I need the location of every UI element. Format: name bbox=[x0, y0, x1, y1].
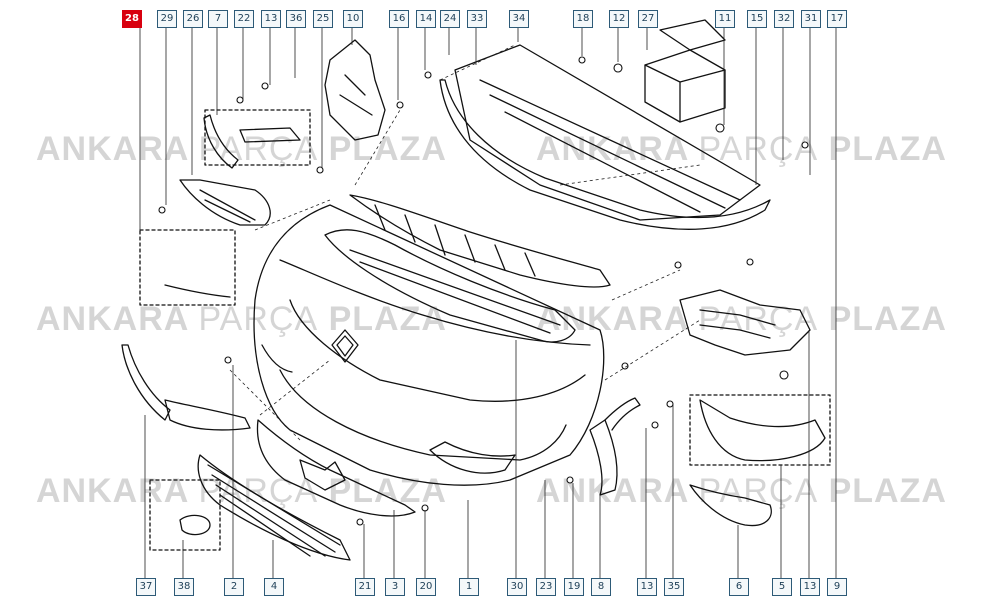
callout-33[interactable]: 33 bbox=[467, 10, 487, 28]
watermark-row-2b: ANKARA PARÇA PLAZA bbox=[536, 300, 947, 338]
left-top-trim bbox=[203, 114, 239, 169]
callout-31[interactable]: 31 bbox=[801, 10, 821, 28]
watermark-row-1b: ANKARA PARÇA PLAZA bbox=[536, 130, 947, 168]
left-grille-insert bbox=[179, 179, 271, 226]
lip-spoiler bbox=[439, 79, 771, 230]
clip-box bbox=[644, 49, 726, 123]
seal-ring bbox=[179, 514, 211, 536]
left-fog-trim bbox=[121, 344, 171, 421]
right-fog-bezel bbox=[689, 484, 772, 527]
callout-3[interactable]: 3 bbox=[385, 578, 405, 596]
bumper-grille-opening bbox=[289, 299, 586, 402]
callout-14[interactable]: 14 bbox=[416, 10, 436, 28]
left-side-slider bbox=[589, 419, 618, 496]
upper-grille bbox=[256, 419, 416, 517]
callout-24[interactable]: 24 bbox=[440, 10, 460, 28]
bumper-lower-opening bbox=[279, 369, 567, 461]
callout-12[interactable]: 12 bbox=[609, 10, 629, 28]
callout-26[interactable]: 26 bbox=[183, 10, 203, 28]
callout-9[interactable]: 9 bbox=[827, 578, 847, 596]
callout-8[interactable]: 8 bbox=[591, 578, 611, 596]
callout-28[interactable]: 28 bbox=[122, 10, 142, 28]
engine-undertray bbox=[454, 44, 761, 221]
callout-38[interactable]: 38 bbox=[174, 578, 194, 596]
callout-37[interactable]: 37 bbox=[136, 578, 156, 596]
energy-absorber bbox=[324, 229, 576, 343]
right-side-bracket bbox=[679, 289, 811, 356]
callout-15[interactable]: 15 bbox=[747, 10, 767, 28]
callout-23[interactable]: 23 bbox=[536, 578, 556, 596]
callout-18[interactable]: 18 bbox=[573, 10, 593, 28]
front-bumper-outline bbox=[253, 204, 605, 486]
callout-21[interactable]: 21 bbox=[355, 578, 375, 596]
headlight-bracket bbox=[324, 39, 386, 141]
callout-5[interactable]: 5 bbox=[772, 578, 792, 596]
callout-13-bottom-b[interactable]: 13 bbox=[800, 578, 820, 596]
callout-7[interactable]: 7 bbox=[208, 10, 228, 28]
callout-25[interactable]: 25 bbox=[313, 10, 333, 28]
callout-11[interactable]: 11 bbox=[715, 10, 735, 28]
callout-22[interactable]: 22 bbox=[234, 10, 254, 28]
callout-30[interactable]: 30 bbox=[507, 578, 527, 596]
callout-29[interactable]: 29 bbox=[157, 10, 177, 28]
upper-cross-member bbox=[349, 194, 611, 288]
bumper-upper-edge bbox=[279, 259, 591, 346]
callout-13-top[interactable]: 13 bbox=[261, 10, 281, 28]
callout-32[interactable]: 32 bbox=[774, 10, 794, 28]
callout-2[interactable]: 2 bbox=[224, 578, 244, 596]
callout-16[interactable]: 16 bbox=[389, 10, 409, 28]
callout-19[interactable]: 19 bbox=[564, 578, 584, 596]
callout-13-bottom-a[interactable]: 13 bbox=[637, 578, 657, 596]
callout-20[interactable]: 20 bbox=[416, 578, 436, 596]
callout-27[interactable]: 27 bbox=[638, 10, 658, 28]
bumper-fog-right bbox=[429, 441, 516, 474]
bumper-fog-left bbox=[261, 344, 293, 373]
callout-1[interactable]: 1 bbox=[459, 578, 479, 596]
left-lower-strip bbox=[164, 284, 231, 298]
callout-34[interactable]: 34 bbox=[509, 10, 529, 28]
watermark-row-2: ANKARA PARÇA PLAZA bbox=[36, 300, 447, 338]
bumper-logo bbox=[331, 329, 359, 363]
callout-35[interactable]: 35 bbox=[664, 578, 684, 596]
callout-17[interactable]: 17 bbox=[827, 10, 847, 28]
callout-10[interactable]: 10 bbox=[343, 10, 363, 28]
callout-6[interactable]: 6 bbox=[729, 578, 749, 596]
callout-36[interactable]: 36 bbox=[286, 10, 306, 28]
callout-4[interactable]: 4 bbox=[264, 578, 284, 596]
